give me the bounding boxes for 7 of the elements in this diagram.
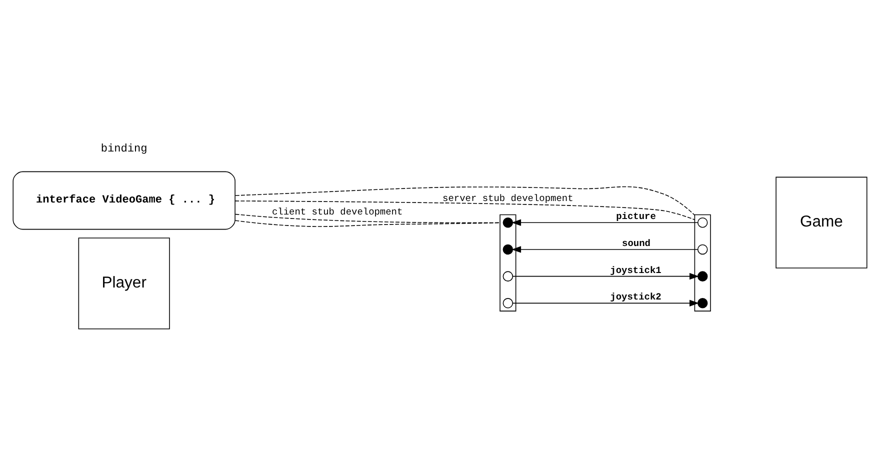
edge-label: client stub development (272, 206, 403, 217)
edge-label: picture (616, 210, 656, 222)
label: binding (100, 142, 148, 155)
edge-label: joystick1 (610, 264, 662, 276)
edge-label: server stub development (442, 192, 574, 204)
edge-label: sound (622, 237, 650, 248)
edge-label: joystick2 (610, 291, 662, 302)
